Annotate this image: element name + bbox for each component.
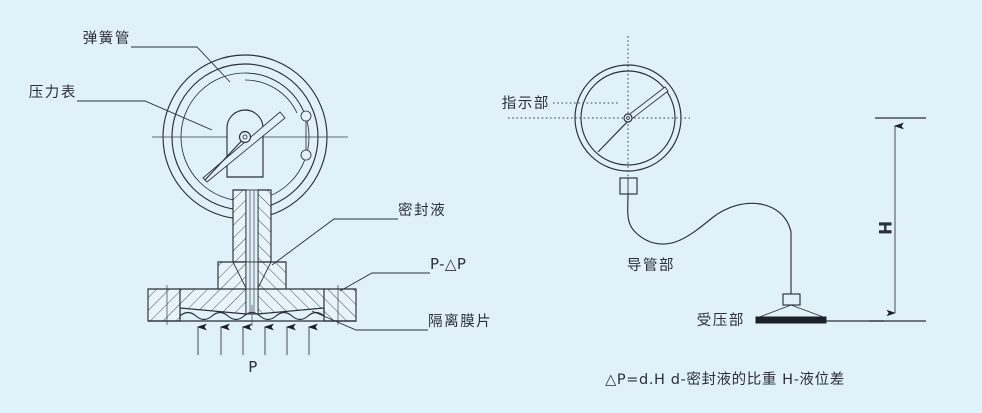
left-panel-group: 弹簧管 压力表 密封液 P-△P 隔离膜片 P: [29, 30, 492, 376]
pressure-receiving-unit: [755, 293, 884, 324]
gauge-neck-connector: [619, 177, 638, 195]
right-panel-group: H 指示部 导管部 受压部: [502, 36, 926, 329]
label-indicator-unit: 指示部: [502, 95, 550, 112]
pressure-arrows-group: [196, 323, 318, 355]
label-pressure-gauge: 压力表: [29, 84, 77, 101]
gauge-pointer: [202, 111, 286, 183]
leader-isolation-diaphragm: [311, 310, 428, 331]
process-flange: [147, 285, 357, 325]
flange-boss: [217, 261, 287, 293]
label-applied-pressure: P: [248, 358, 257, 376]
height-dimension-group: H: [869, 117, 926, 322]
leader-sealing-liquid: [271, 218, 398, 266]
label-isolation-diaphragm: 隔离膜片: [428, 313, 492, 330]
leader-p-delta-p: [339, 272, 430, 292]
capillary-tube: [627, 193, 792, 296]
leader-bourdon-tube: [131, 46, 231, 83]
label-capillary-unit: 导管部: [627, 257, 675, 274]
label-pressure-receiving-unit: 受压部: [697, 312, 745, 329]
gauge-stem: [232, 189, 272, 263]
label-height-dimension: H: [874, 221, 894, 236]
remote-gauge-pointer: [597, 86, 669, 153]
caption-formula: △P=d.H d-密封液的比重 H-液位差: [605, 371, 845, 388]
label-bourdon-tube: 弹簧管: [83, 30, 131, 47]
label-sealing-liquid: 密封液: [398, 202, 446, 219]
bourdon-tube: [244, 72, 312, 161]
leader-pressure-gauge: [77, 100, 213, 131]
label-p-delta-p: P-△P: [430, 255, 466, 273]
